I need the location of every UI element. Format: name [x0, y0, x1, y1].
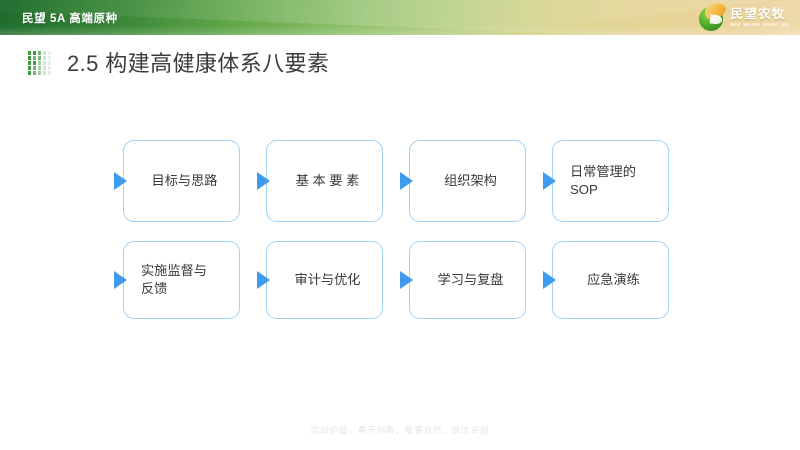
step-box[interactable]: 组织架构: [400, 140, 526, 222]
step-box-label: 审计与优化: [294, 272, 361, 288]
banner-title: 民望 5A 高端原种: [22, 12, 118, 25]
step-box-label: 应急演练: [587, 272, 640, 288]
arrow-right-icon: [114, 172, 127, 190]
step-box-label: 组织架构: [444, 173, 497, 189]
brand-name-en: MIN WANG NONG MU: [730, 21, 790, 27]
globe-leaf-icon: [698, 1, 727, 31]
arrow-right-icon: [400, 172, 413, 190]
step-box[interactable]: 目标与思路: [114, 140, 240, 222]
beak-icon: [709, 14, 722, 25]
banner-sheen-lower: [0, 26, 800, 35]
brand-logo: 民望农牧 MIN WANG NONG MU: [698, 1, 790, 33]
step-box-label: 实施监督与反馈: [141, 263, 207, 296]
arrow-right-icon: [114, 271, 127, 289]
arrow-right-icon: [257, 172, 270, 190]
arrow-right-icon: [543, 172, 556, 190]
step-box[interactable]: 基 本 要 素: [257, 140, 383, 222]
top-banner: [0, 0, 800, 35]
step-box[interactable]: 审计与优化: [257, 241, 383, 319]
arrow-right-icon: [257, 271, 270, 289]
footer-slogan: 崇尚价值、勇于创新、敬畏自然、诚信卓越: [310, 425, 490, 435]
arrow-right-icon: [400, 271, 413, 289]
step-box-label: 学习与复盘: [437, 272, 504, 288]
step-box[interactable]: 应急演练: [543, 241, 669, 319]
arrow-right-icon: [543, 271, 556, 289]
step-box-label: 基 本 要 素: [295, 173, 360, 189]
brand-wordmark: 民望农牧 MIN WANG NONG MU: [731, 8, 790, 28]
step-box[interactable]: 实施监督与反馈: [114, 241, 240, 319]
step-box[interactable]: 学习与复盘: [400, 241, 526, 319]
step-box-label: 目标与思路: [151, 173, 218, 189]
dot-grid-icon: [28, 51, 53, 75]
page-title-row: 2.5 构建高健康体系八要素: [28, 44, 329, 80]
page-title: 2.5 构建高健康体系八要素: [67, 51, 330, 76]
brand-name-cn: 民望农牧: [730, 6, 786, 21]
